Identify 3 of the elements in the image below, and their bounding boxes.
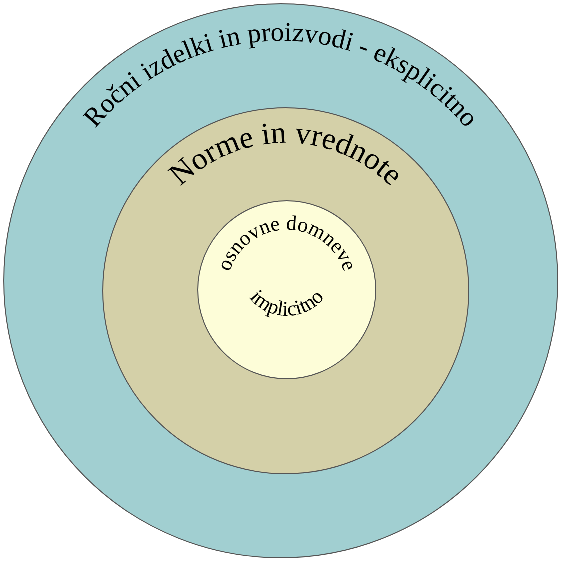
circle-layer [197, 200, 377, 380]
circle-layer [3, 3, 559, 559]
curved-label: implicitno [246, 284, 328, 322]
